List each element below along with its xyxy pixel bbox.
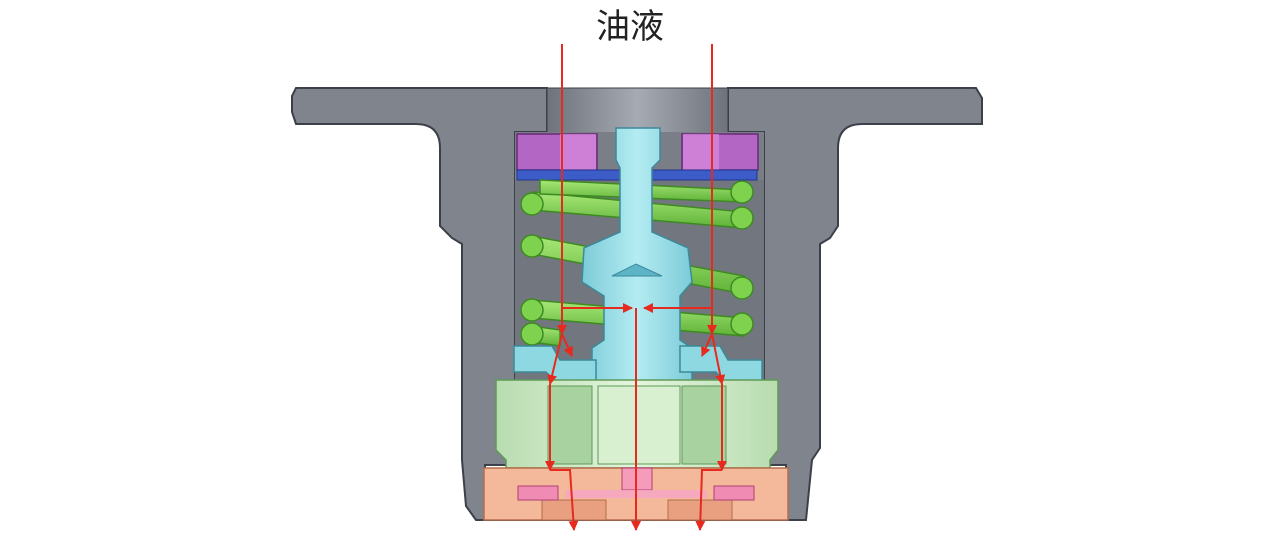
slot-right — [713, 485, 755, 501]
arrow-left-inner — [561, 333, 573, 357]
arrow-right-inner — [701, 333, 713, 357]
arrow-left-out — [550, 469, 579, 531]
arrow-right-out — [695, 469, 722, 531]
spring-coils — [520, 180, 754, 346]
oil-label: 油液 — [596, 7, 664, 47]
arrow-left-branch-1 — [547, 333, 563, 385]
arrow-right-branch-1 — [711, 333, 726, 385]
slot-left — [517, 485, 559, 501]
flow-arrows — [545, 44, 727, 531]
